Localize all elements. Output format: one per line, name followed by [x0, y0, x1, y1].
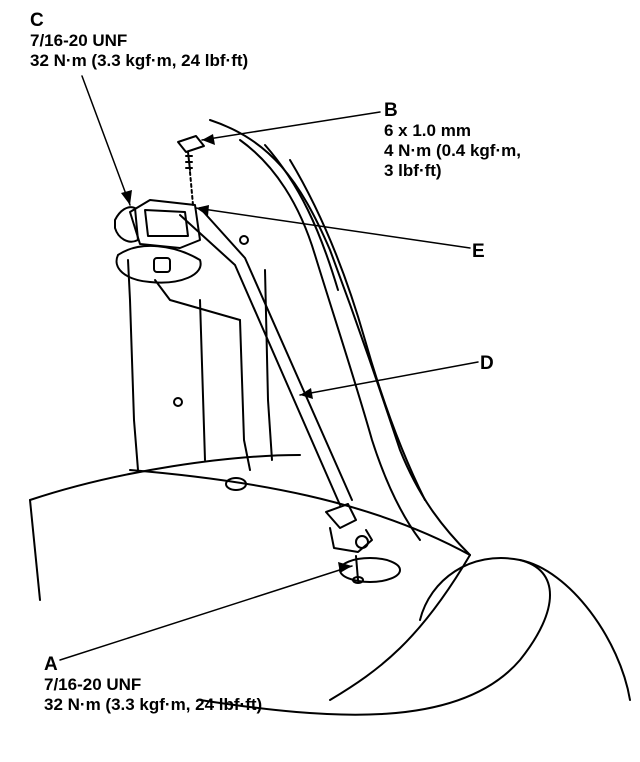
callout-c-torque: 32 N·m (3.3 kgf·m, 24 lbf·ft)	[30, 51, 249, 70]
panel-shadow-line	[199, 299, 206, 461]
upper-mount-nut	[153, 257, 171, 273]
callout-b-torque-line2: 3 lbf·ft)	[384, 161, 442, 180]
callout-a-torque: 32 N·m (3.3 kgf·m, 24 lbf·ft)	[44, 695, 263, 714]
upper-mount-blob	[115, 244, 202, 284]
lower-anchor-bolt	[355, 555, 359, 581]
panel-inner-line	[264, 269, 273, 461]
upper-anchor-plate	[144, 209, 189, 237]
belt-strap-edge-left	[179, 214, 341, 506]
seat-cushion-curve	[199, 557, 551, 716]
upper-anchor-bracket	[129, 199, 201, 249]
belt-strap-edge-right	[199, 207, 353, 501]
seat-front-edge	[29, 499, 41, 601]
arrowhead-b	[202, 134, 215, 145]
bolt-b-head	[177, 135, 205, 153]
panel-vertical-line	[239, 319, 251, 471]
callout-c-letter: C	[30, 10, 44, 31]
upper-bracket-lip	[114, 206, 139, 243]
leader-line-d	[299, 361, 479, 396]
callout-a-thread: 7/16-20 UNF	[44, 675, 142, 694]
callout-a: A 7/16-20 UNF 32 N·m (3.3 kgf·m, 24 lbf·…	[44, 654, 262, 715]
pillar-contour-1	[264, 144, 339, 291]
callout-b-torque-line1: 4 N·m (0.4 kgf·m,	[384, 141, 521, 160]
pillar-hole	[239, 235, 249, 245]
pillar-inner-edge	[239, 139, 421, 541]
floor-line	[129, 469, 471, 556]
lower-anchor-buckle	[329, 527, 373, 553]
leader-line-b	[201, 111, 381, 141]
leader-line-c	[81, 75, 131, 206]
callout-b-letter: B	[384, 100, 398, 121]
label-d: D	[480, 353, 494, 374]
seat-back-top	[29, 454, 301, 501]
leader-line-e	[195, 207, 471, 249]
leader-line-a	[59, 565, 353, 661]
bolt-b-thread	[185, 155, 193, 169]
arrowhead-c	[121, 190, 132, 205]
callout-b-size: 6 x 1.0 mm	[384, 121, 471, 140]
lower-anchor-ring	[355, 535, 369, 549]
bolt-b-to-guide	[189, 171, 194, 206]
arrowhead-e	[196, 205, 209, 216]
arrowhead-a	[338, 562, 352, 573]
floor-plug	[225, 477, 247, 491]
seat-fold-line	[329, 554, 471, 701]
lower-anchor-plate	[325, 503, 357, 529]
lower-anchor-bolt-head	[352, 576, 364, 584]
lower-floor-pad	[339, 557, 401, 583]
seat-cushion-side	[519, 559, 631, 701]
pillar-contour-2	[289, 159, 426, 501]
arrowhead-d	[300, 388, 313, 399]
panel-ridge	[154, 279, 241, 321]
label-e: E	[472, 241, 485, 262]
panel-plug	[173, 397, 183, 407]
callout-b: B 6 x 1.0 mm 4 N·m (0.4 kgf·m, 3 lbf·ft)	[384, 100, 521, 181]
callout-c: C 7/16-20 UNF 32 N·m (3.3 kgf·m, 24 lbf·…	[30, 10, 248, 71]
callout-a-letter: A	[44, 654, 58, 675]
callout-c-thread: 7/16-20 UNF	[30, 31, 128, 50]
panel-left-edge	[127, 259, 139, 471]
